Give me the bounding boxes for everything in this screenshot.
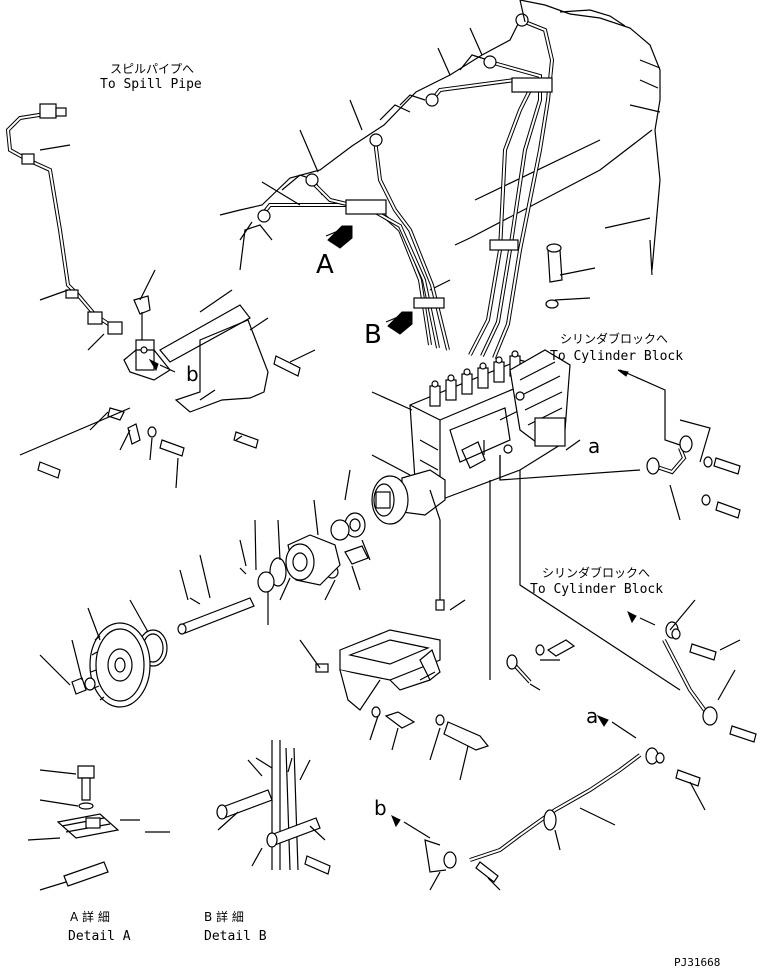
detail-b-title-en: Detail B xyxy=(204,929,267,944)
detail-b-title-jp: B 詳 細 xyxy=(204,910,244,924)
cover-plates xyxy=(159,304,269,413)
cylinder-block-1-label-jp: シリンダブロックへ xyxy=(560,332,669,346)
pump-bracket xyxy=(315,599,490,751)
cylinder-block-2-label-jp: シリンダブロックへ xyxy=(542,566,651,580)
ref-b-upper: b xyxy=(186,362,199,386)
ref-a-pump: a xyxy=(588,434,601,458)
spill-bracket xyxy=(123,295,171,381)
view-a-marker: A xyxy=(316,250,334,280)
spill-pipe xyxy=(5,103,123,335)
cylinder-block-2-label-en: To Cylinder Block xyxy=(530,582,664,597)
bolts xyxy=(37,243,757,883)
detail-a-title-en: Detail A xyxy=(68,929,131,944)
detail-a-drawing xyxy=(27,765,170,891)
cylinder-block-pipes xyxy=(443,435,718,869)
callout-arrows xyxy=(148,225,681,839)
drive-shaft-parts xyxy=(71,512,369,708)
injection-pump xyxy=(371,349,571,525)
injection-lines xyxy=(257,13,555,359)
ref-b-lower: b xyxy=(374,796,387,820)
engine-block xyxy=(219,0,661,291)
leader-lines xyxy=(19,0,741,891)
ref-a-arrow: a xyxy=(586,704,599,728)
drawing-code: PJ31668 xyxy=(674,956,721,969)
detail-a-title-jp: A 詳 細 xyxy=(70,910,110,924)
cylinder-block-1-label-en: To Cylinder Block xyxy=(550,349,684,364)
view-b-marker: B xyxy=(364,320,382,350)
spill-pipe-label-en: To Spill Pipe xyxy=(100,77,202,92)
detail-b-drawing xyxy=(216,740,326,871)
spill-pipe-label-jp: スピルパイプへ xyxy=(110,62,195,76)
